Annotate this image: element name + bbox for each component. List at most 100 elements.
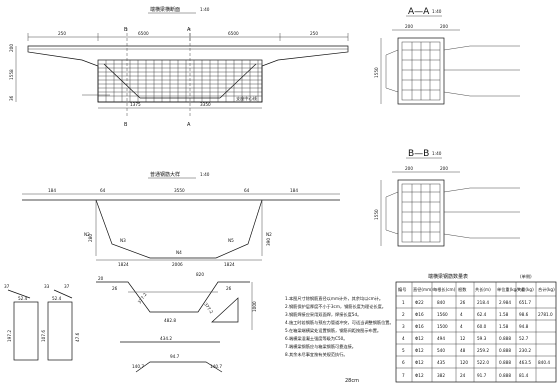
bl-dim-524-a: 52.4	[18, 296, 28, 301]
mid-view-title: 普通钢筋大样	[150, 171, 180, 178]
top-view-scale: 1:40	[200, 7, 210, 12]
cell: 0.888	[499, 336, 511, 341]
cell: 651.7	[519, 300, 531, 305]
mid-label-n4: N4	[176, 250, 182, 255]
cell: 463.5	[519, 360, 531, 365]
section-bb-title: B—B	[408, 149, 429, 159]
cell: Φ12	[415, 360, 424, 365]
cell: 230.2	[519, 348, 531, 353]
section-aa-rebar	[385, 41, 520, 101]
note-line-3: 3.钢筋焊接应采用双面焊，焊接长度5d。	[285, 311, 361, 318]
cell: 840	[437, 300, 445, 305]
bottom-center-details: 820 20 26 26 377.2 377.2 482.8 1000 434.…	[96, 272, 257, 373]
section-aa-outline	[397, 37, 445, 105]
section-aa-height: 1550	[374, 67, 379, 78]
table-row: 1 Φ22 840 26 218.4 2.984 651.7	[402, 300, 531, 305]
cell: 3	[402, 324, 405, 329]
cell: 1	[402, 300, 405, 305]
mid-dim-184-left: 184	[48, 188, 56, 193]
th-count: 根数	[458, 286, 467, 293]
cell: 1.58	[499, 324, 509, 329]
cell: 1560	[437, 312, 448, 317]
bc-dim-20: 20	[98, 276, 104, 281]
cell: 494	[437, 336, 445, 341]
table-row: 2 Φ16 1560 4 62.4 1.58 98.6 2781.0	[402, 312, 553, 317]
bc-dim-1000: 1000	[252, 301, 257, 312]
mid-label-n2: N2	[84, 232, 90, 237]
section-bb-scale: 1:40	[432, 151, 442, 156]
mid-dim-64-right: 64	[244, 188, 250, 193]
cell: Φ12	[415, 373, 424, 378]
top-view-title: 端横梁横断面	[150, 6, 180, 13]
height-200: 200	[9, 44, 14, 52]
mid-sub-dim-1: 1824	[118, 262, 129, 267]
note-line-2: 2.钢筋保护层厚度不小于3cm，钢筋长度为理论长度。	[285, 303, 386, 310]
th-sum: 合计(kg)	[538, 286, 555, 293]
bc-dim-3772-b: 377.2	[203, 302, 214, 315]
section-bb-view: B—B 1:40 200 200 1550	[374, 149, 520, 247]
cell: 26	[460, 300, 466, 305]
cell: 4	[460, 312, 463, 317]
section-bb-rebar	[385, 183, 520, 243]
rebar-table: 端横梁钢筋数量表 (单侧) 编号 直径(mm) 每根长(cm) 根数 共长(m)…	[395, 273, 557, 383]
top-view: 端横梁横断面 1:40 250 6500 6500 250	[9, 6, 349, 128]
th-len: 每根长(cm)	[433, 286, 456, 293]
notes-footer: 28cm	[345, 378, 359, 384]
cell: 94.8	[519, 324, 529, 329]
stirrup-left	[13, 301, 39, 361]
th-unit-wt: 单位重(kg/m)	[497, 286, 524, 293]
dim-250-right: 250	[310, 31, 318, 36]
cell: 60.0	[477, 324, 487, 329]
web-body	[97, 59, 263, 103]
cell: 12	[460, 336, 466, 341]
cell: Φ16	[415, 312, 424, 317]
dim-1375: 1375	[130, 102, 141, 107]
section-aa-scale: 1:40	[432, 9, 442, 14]
bl-dim-1076: 107.6	[41, 330, 46, 342]
height-1558: 1558	[9, 69, 14, 80]
section-aa-title: A—A	[408, 7, 430, 17]
mid-sub-dim-5: 390	[266, 238, 271, 246]
mid-sub-dim-4: 280	[88, 234, 93, 242]
cell: 98.6	[519, 312, 529, 317]
cell: Φ16	[415, 324, 424, 329]
cell: 81.4	[519, 373, 529, 378]
cell: 2	[402, 312, 405, 317]
cell: 382	[437, 373, 445, 378]
bc-bent-bar	[96, 281, 250, 313]
bc-dim-947: 94.7	[170, 354, 180, 359]
table-row: 5 Φ12 540 48 259.2 0.888 230.2	[402, 348, 531, 353]
bl-dim-37-a: 37	[4, 284, 10, 289]
bc-dim-26-b: 26	[226, 286, 232, 291]
th-total-len: 共长(m)	[475, 286, 491, 293]
bc-dim-4828: 482.8	[164, 318, 176, 323]
table-grid	[396, 282, 556, 382]
cell: 1.58	[499, 312, 509, 317]
deck-outline	[27, 45, 349, 103]
note-line-7: 7.端横梁钢筋应与箱梁钢筋可靠连接。	[285, 343, 356, 350]
mid-dim-64-left: 64	[100, 188, 106, 193]
notes-block: 1.本图尺寸除钢筋直径以mm计外，其余均以cm计。 2.钢筋保护层厚度不小于3c…	[285, 295, 394, 384]
stirrup-right	[47, 301, 73, 361]
mid-sub-dim-3: 1824	[224, 262, 235, 267]
bc-dim-820: 820	[196, 272, 204, 277]
cell: 540	[437, 348, 445, 353]
cell: 0.888	[499, 373, 511, 378]
cell: 48	[460, 348, 466, 353]
cell: 2781.0	[538, 312, 553, 317]
mid-label-n3: N3	[120, 238, 126, 243]
cell: 120	[460, 360, 468, 365]
bc-dim-1407-a: 140.7	[132, 364, 144, 369]
hook-right	[53, 289, 73, 299]
bl-dim-33: 33	[44, 284, 50, 289]
mid-label-n5: N5	[228, 238, 234, 243]
section-bb-dim-left: 200	[405, 166, 413, 171]
section-aa-view: A—A 1:40 200 200 1550	[374, 7, 520, 105]
mid-label-n2b: N2	[266, 232, 272, 237]
bl-dim-476: 47.6	[75, 332, 80, 342]
height-36: 36	[9, 95, 14, 101]
cell: Φ22	[415, 300, 424, 305]
dim-3350: 3350	[200, 102, 211, 107]
cell: 0.888	[499, 360, 511, 365]
